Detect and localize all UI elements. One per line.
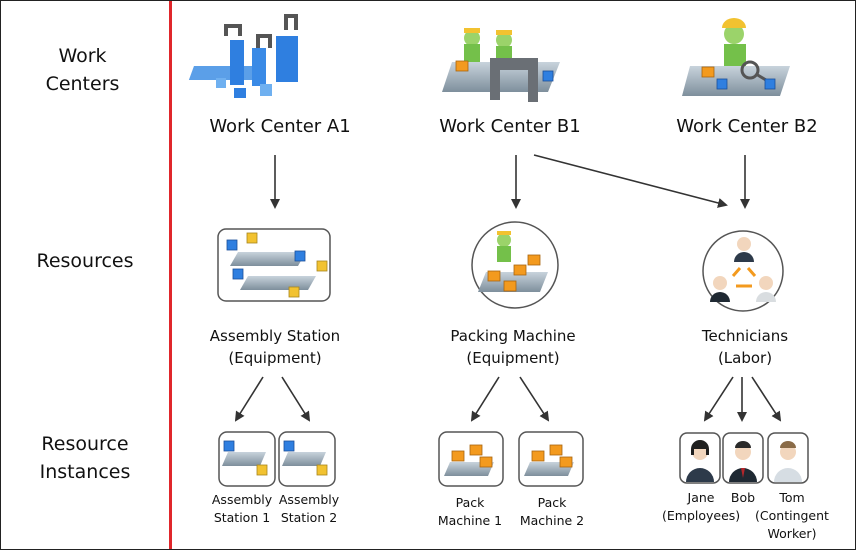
arrow-assembly-to-station-2	[281, 376, 311, 422]
bob-avatar-icon	[722, 432, 764, 484]
assembly-station-1-label: Assembly Station 1	[211, 492, 273, 525]
work-center-a1-label: Work Center A1	[209, 116, 351, 137]
assembly-station-label: Assembly Station (Equipment)	[209, 327, 341, 367]
row-label-resources: Resources	[36, 250, 134, 272]
row-label-work-centers: Work Centers	[45, 45, 120, 95]
jane-label: Jane (Employees)	[662, 490, 741, 523]
tom-label: Tom (Contingent Worker)	[755, 490, 829, 541]
bob-label: Bob	[730, 490, 756, 505]
technicians-icon	[702, 230, 784, 312]
packing-machine-icon	[471, 221, 559, 309]
work-center-b1-label: Work Center B1	[439, 116, 581, 137]
work-center-b2-label: Work Center B2	[676, 116, 818, 137]
pack-machine-1-label: Pack Machine 1	[437, 495, 503, 528]
technicians-label: Technicians (Labor)	[701, 327, 789, 367]
assembly-station-icon	[217, 228, 331, 302]
assembly-station-2-label: Assembly Station 2	[278, 492, 340, 525]
pack-machine-2-icon	[518, 431, 584, 487]
arrow-packing-to-machine-1	[470, 376, 500, 422]
column-divider	[169, 1, 172, 549]
packing-machine-label: Packing Machine (Equipment)	[450, 327, 576, 367]
assembly-station-2-icon	[278, 431, 336, 487]
pack-machine-2-label: Pack Machine 2	[519, 495, 585, 528]
work-center-b2-icon	[682, 18, 790, 96]
work-center-a1-icon	[188, 14, 298, 98]
tom-avatar-icon	[767, 432, 809, 484]
arrow-assembly-to-station-1	[234, 376, 264, 422]
assembly-station-1-icon	[218, 431, 276, 487]
connector-arrows	[234, 154, 782, 422]
arrow-packing-to-machine-2	[519, 376, 550, 422]
pack-machine-1-icon	[438, 431, 504, 487]
jane-avatar-icon	[679, 432, 721, 484]
arrow-technicians-to-tom	[751, 376, 782, 422]
arrow-b1-to-technicians	[533, 154, 728, 208]
row-label-resource-instances: Resource Instances	[39, 433, 131, 483]
work-center-b1-icon	[442, 28, 560, 102]
arrow-technicians-to-jane	[703, 376, 734, 422]
